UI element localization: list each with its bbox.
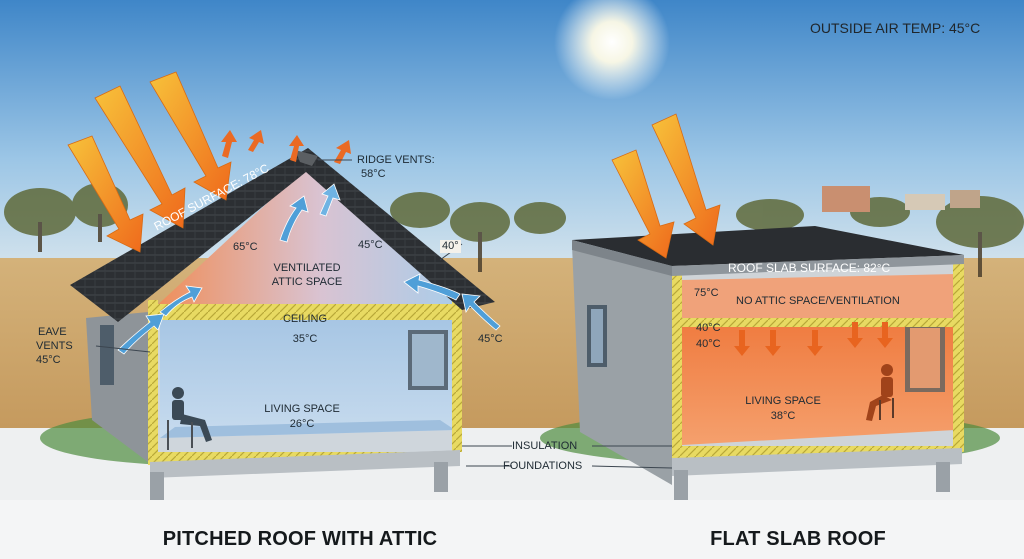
- pitched-roof-tiles: [70, 148, 495, 322]
- foundations-label: FOUNDATIONS: [503, 460, 583, 472]
- ventilated-attic: [150, 168, 460, 312]
- flat-living-temp: 38°C: [770, 410, 796, 422]
- hot-living-space: [682, 318, 955, 445]
- attic-label-line2: ATTIC SPACE: [271, 276, 343, 288]
- sun-icon: [554, 0, 670, 100]
- ceiling-temp: 35°C: [292, 333, 318, 345]
- eave-vents-temp: 45°C: [36, 354, 61, 366]
- ridge-vent-arrows: [221, 130, 351, 164]
- flat-ceiling-temp-1: 40°C: [696, 322, 721, 334]
- pitched-roof-house: [70, 148, 495, 504]
- ridge-vents-label: RIDGE VENTS:: [357, 154, 435, 166]
- outside-air-temp-label: OUTSIDE AIR TEMP: 45°C: [810, 20, 981, 36]
- attic-left-temp: 65°C: [233, 241, 258, 253]
- eave-vents-line1: EAVE: [38, 326, 67, 338]
- attic-label-line1: VENTILATED: [273, 262, 341, 274]
- ridge-vents-temp: 58°C: [361, 168, 386, 180]
- slab-heat-zone: [682, 274, 955, 326]
- slab-temp: 75°C: [694, 287, 719, 299]
- flat-ceiling-temp-2: 40°C: [696, 338, 721, 350]
- flat-living-label: LIVING SPACE: [745, 395, 821, 407]
- attic-right-temp: 45°C: [358, 239, 383, 251]
- heat-down-arrows: [734, 322, 893, 356]
- insulation-label: INSULATION: [512, 440, 578, 452]
- distant-buildings: [822, 186, 980, 212]
- roof-slab-surface-label: ROOF SLAB SURFACE: 82°C: [728, 261, 891, 275]
- eave-vents-line2: VENTS: [36, 340, 73, 352]
- solar-radiation-arrows: [67, 71, 721, 259]
- pitched-caption: PITCHED ROOF WITH ATTIC: [162, 528, 438, 550]
- flat-slab-house: [572, 226, 964, 502]
- cool-living-space: [160, 320, 455, 438]
- no-attic-label: NO ATTIC SPACE/VENTILATION: [736, 295, 900, 307]
- caption-band: [0, 500, 1024, 559]
- eave-right-temp: 45°C: [478, 333, 503, 345]
- ceiling-label: CEILING: [282, 313, 328, 325]
- airflow-arrows: [117, 183, 501, 355]
- pitched-living-temp: 26°C: [289, 418, 315, 430]
- pitch-angle-label: 40°: [440, 240, 461, 253]
- flat-caption: FLAT SLAB ROOF: [710, 528, 886, 550]
- ceiling-insulation: [150, 304, 462, 320]
- pitched-living-label: LIVING SPACE: [264, 403, 340, 415]
